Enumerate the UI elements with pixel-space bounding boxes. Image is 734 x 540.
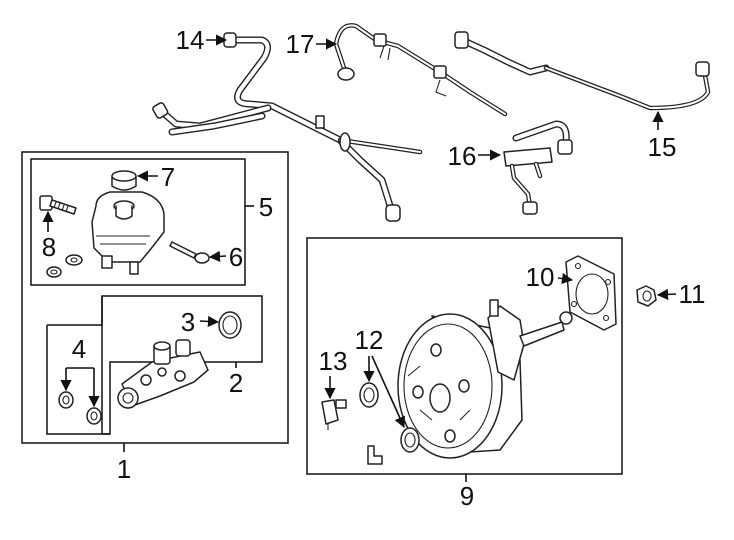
part-10-gasket bbox=[565, 255, 617, 331]
brake-fluid-reservoir bbox=[91, 191, 165, 275]
callout-16: 16 bbox=[448, 141, 477, 171]
group-box-5 bbox=[30, 158, 246, 286]
part-15-vacuum-tube bbox=[454, 31, 711, 111]
retaining-clip bbox=[367, 445, 383, 465]
part-3-seal bbox=[218, 311, 242, 339]
callout-5: 5 bbox=[259, 192, 273, 222]
callout-15: 15 bbox=[648, 132, 677, 162]
leader-lines bbox=[42, 34, 677, 482]
part-8-bolt bbox=[39, 195, 77, 215]
part-17-vacuum-hose bbox=[333, 23, 508, 117]
callout-3: 3 bbox=[181, 307, 195, 337]
callout-7: 7 bbox=[161, 162, 175, 192]
part-13-vacuum-sensor bbox=[321, 399, 347, 430]
part-14-vacuum-hose bbox=[152, 32, 423, 222]
part-6-level-sensor bbox=[169, 241, 210, 264]
group-box-9 bbox=[306, 237, 623, 475]
callout-14: 14 bbox=[176, 25, 205, 55]
part-8-grommets bbox=[46, 254, 83, 278]
part-12-seals bbox=[359, 382, 420, 453]
part-2-master-cylinder bbox=[117, 339, 209, 409]
part-4-plugs bbox=[58, 391, 102, 425]
group-box-4 bbox=[46, 296, 110, 435]
callout-8: 8 bbox=[42, 232, 56, 262]
callout-10: 10 bbox=[526, 262, 555, 292]
callout-17: 17 bbox=[286, 29, 315, 59]
group-box-1 bbox=[21, 151, 289, 444]
callout-13: 13 bbox=[319, 346, 348, 376]
part-7-reservoir-cap bbox=[111, 170, 137, 191]
callout-1: 1 bbox=[117, 454, 131, 484]
part-9-brake-booster bbox=[397, 299, 573, 459]
part-11-nut bbox=[636, 285, 657, 307]
callout-2: 2 bbox=[229, 368, 243, 398]
callout-6: 6 bbox=[229, 242, 243, 272]
callout-labels: 1 2 3 4 5 6 7 8 9 10 11 12 13 14 15 16 1… bbox=[42, 25, 706, 511]
part-16-check-valve bbox=[503, 120, 573, 215]
callout-12: 12 bbox=[355, 325, 384, 355]
callout-4: 4 bbox=[72, 334, 86, 364]
callout-9: 9 bbox=[460, 481, 474, 511]
callout-11: 11 bbox=[679, 279, 706, 309]
